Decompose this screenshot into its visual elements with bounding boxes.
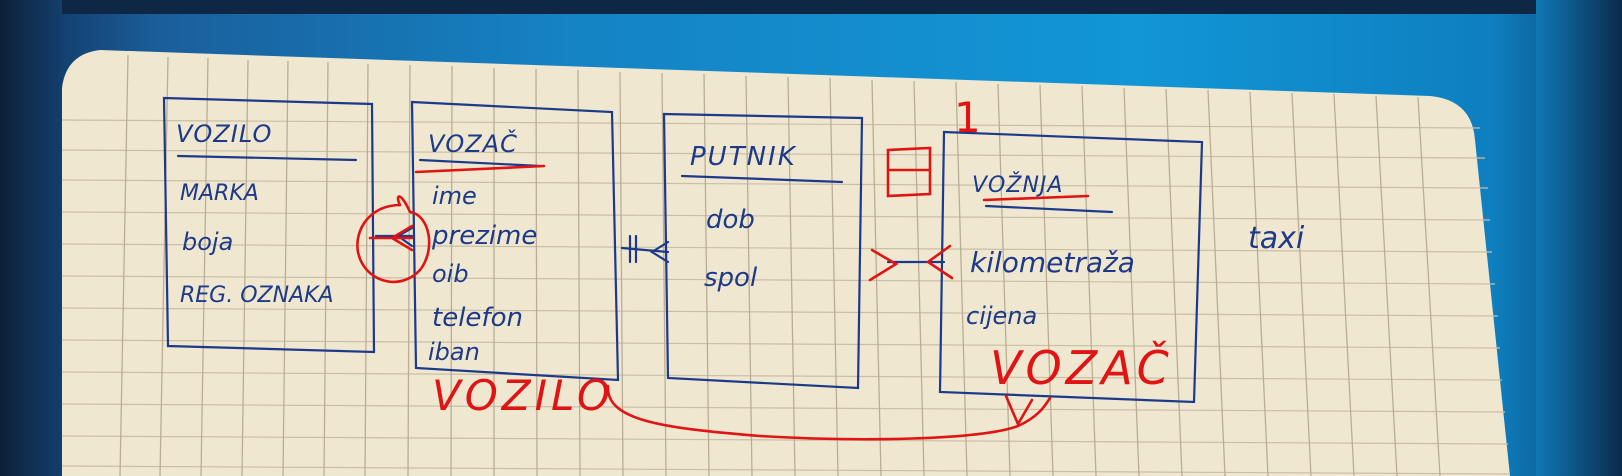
vozac-attr-4: iban — [428, 338, 480, 366]
vozilo-divider — [176, 154, 358, 162]
putnik-attr-1: spol — [704, 263, 758, 293]
putnik-divider — [680, 174, 844, 184]
voznja-title: VOŽNJA — [972, 172, 1063, 198]
vozac-putnik-crowfoot — [649, 240, 670, 264]
red-crow-right — [925, 244, 954, 280]
red-connector — [606, 384, 1052, 441]
red-underline-vozac — [414, 164, 546, 174]
vozilo-title: VOZILO — [176, 120, 272, 148]
vozac-putnik-mark — [628, 234, 638, 264]
ruled-lines — [61, 119, 1511, 475]
vozac-attr-1: prezime — [431, 221, 537, 251]
vozac-attr-3: telefon — [432, 303, 523, 333]
vozilo-attr-0: MARKA — [180, 181, 259, 206]
voznja-divider — [984, 204, 1114, 214]
top-edge — [0, 0, 1622, 14]
red-number: 1 — [954, 93, 981, 142]
voznja-attr-0: kilometraža — [970, 246, 1135, 279]
vozac-attr-2: oib — [432, 260, 469, 288]
taxi-note: taxi — [1248, 221, 1305, 256]
vozac-attr-0: ime — [432, 182, 477, 210]
red-vozilo-label: VOZILO — [432, 371, 614, 420]
putnik-title: PUTNIK — [690, 142, 797, 172]
vozilo-attr-2: REG. OZNAKA — [180, 283, 334, 308]
red-underline-voznja — [982, 194, 1090, 202]
vozac-box — [410, 100, 620, 382]
red-square — [886, 146, 932, 198]
vozac-divider — [418, 158, 542, 168]
left-shadow — [0, 0, 62, 476]
red-arrow — [1004, 394, 1034, 427]
vozac-title: VOZAČ — [428, 128, 518, 158]
red-crowfoot — [368, 224, 414, 252]
vozilo-box — [162, 96, 376, 354]
voznja-attr-1: cijena — [966, 302, 1037, 330]
vozilo-attr-1: boja — [182, 228, 233, 256]
vozilo-vozac-crowfoot — [395, 226, 414, 248]
right-shadow — [1536, 0, 1622, 476]
red-circle — [356, 195, 431, 284]
red-crow-left — [868, 248, 899, 282]
red-vozac-label: VOZAČ — [990, 340, 1173, 395]
putnik-box — [662, 112, 864, 390]
putnik-attr-0: dob — [706, 205, 755, 235]
vertical-lines — [119, 54, 1441, 476]
voznja-box — [938, 130, 1204, 404]
